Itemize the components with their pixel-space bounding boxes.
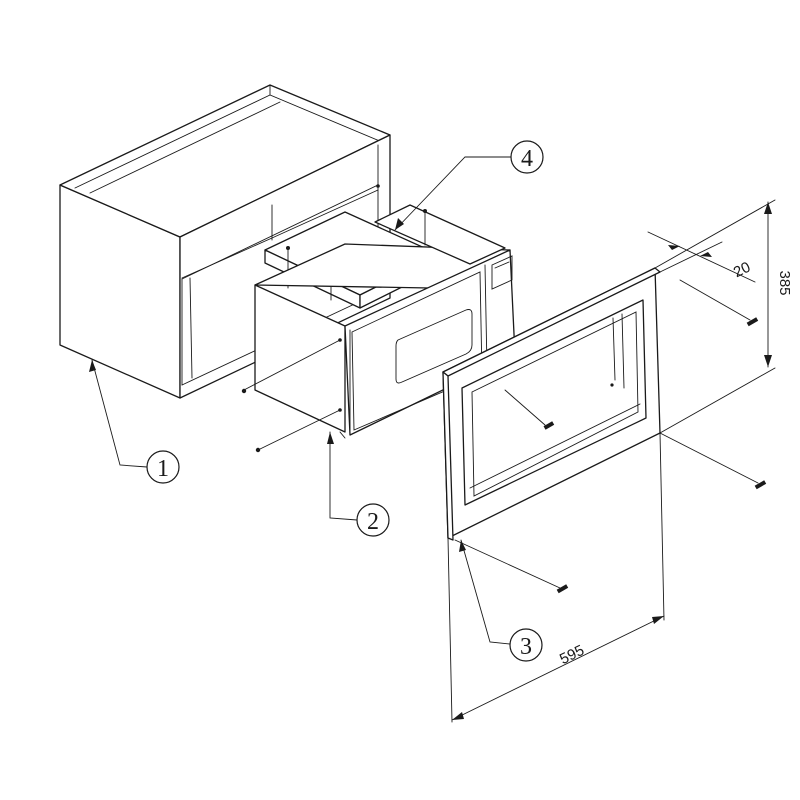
callout-2: 2 bbox=[356, 503, 390, 537]
callout-leaders bbox=[89, 156, 512, 645]
screws bbox=[454, 279, 767, 594]
callout-4-label: 4 bbox=[521, 146, 533, 172]
callout-1: 1 bbox=[146, 450, 180, 484]
microwave bbox=[241, 204, 516, 453]
callout-3: 3 bbox=[509, 628, 543, 662]
callout-2-label: 2 bbox=[367, 509, 379, 535]
dim-depth: 20 bbox=[731, 259, 753, 282]
dim-height: 385 bbox=[776, 270, 793, 295]
callout-1-label: 1 bbox=[157, 456, 169, 482]
trim-frame bbox=[442, 267, 661, 541]
dim-width: 595 bbox=[557, 642, 587, 668]
callout-3-label: 3 bbox=[520, 634, 532, 660]
dimension-lines bbox=[447, 199, 776, 723]
callout-4: 4 bbox=[510, 140, 544, 174]
